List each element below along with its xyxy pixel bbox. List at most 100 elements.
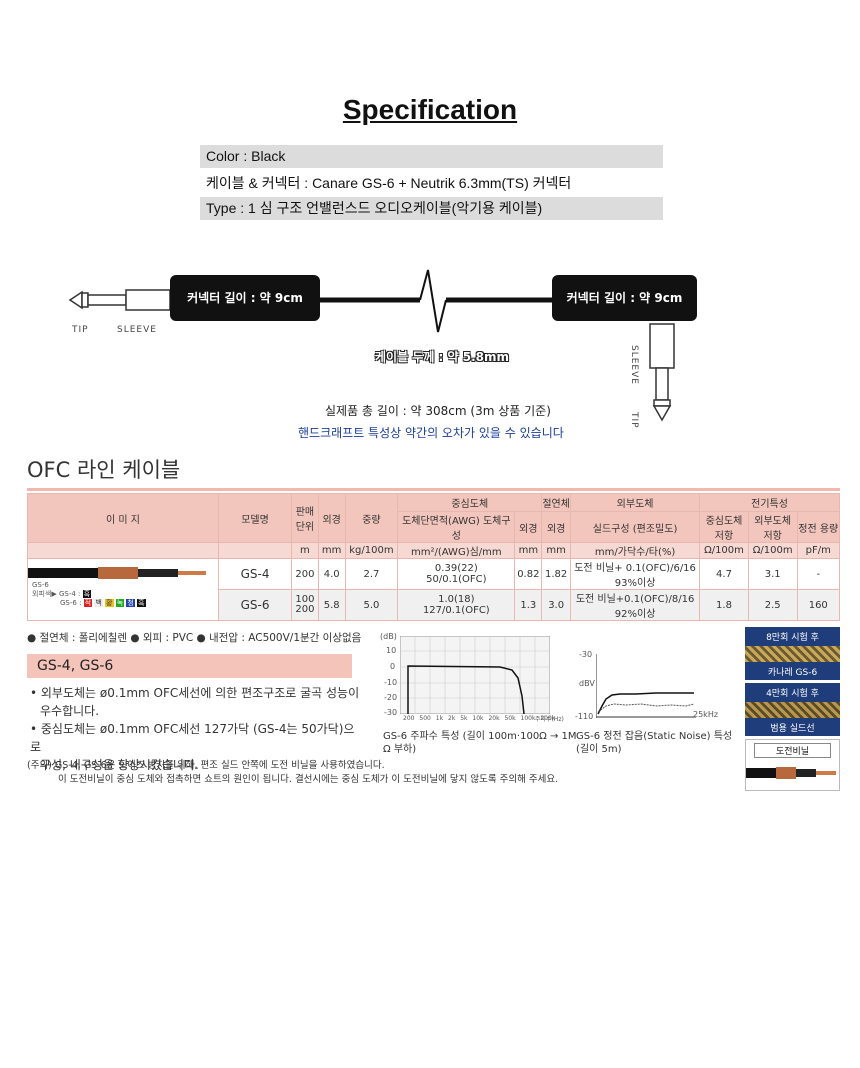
graph1-caption-2: Ω 부하) (383, 744, 417, 755)
cell: 1.3 (514, 589, 543, 621)
xtick: 200k (540, 715, 556, 722)
graph2-caption-2: (길이 5m) (576, 744, 622, 755)
cross-line1: 0.39(22) (434, 563, 478, 574)
unit-cell: Ω/100m (699, 542, 749, 559)
swatch-black: 흑 (137, 599, 146, 607)
cross-line1: 1.0(18) (438, 594, 475, 605)
cross-line2: 127/0.1(OFC) (422, 605, 490, 616)
bullet-line: • 중심도체는 ø0.1mm OFC세선 127가닥 (GS-4는 50가닥)으… (30, 722, 355, 754)
model-cell: GS-6 (217, 589, 293, 621)
cable-photo-icon (28, 566, 206, 579)
braid-image (745, 702, 840, 718)
unit-cell: mm/가닥수/타(%) (570, 542, 701, 559)
caution-note-1: (주의) GS-4, GS-6은 노이즈 방지를 위해, 편조 실드 안쪽에 도… (27, 760, 385, 771)
graph1-xticks: 200 500 1k 2k 5k 10k 20k 50k 100k 200k (403, 715, 555, 722)
spec-title: Specification (342, 94, 518, 125)
th-cross-section: 도체단면적(AWG) 도체구성 (397, 511, 516, 543)
graph2-ytick: -110 (575, 712, 594, 721)
feature-bullets: • 외부도체는 ø0.1mm OFC세선에 의한 편조구조로 굴곡 성능이 우수… (30, 684, 360, 774)
left-tip-label: TIP (72, 325, 89, 335)
graph2-caption-1: GS-6 정전 잡음(Static Noise) 특성 (576, 731, 733, 742)
unit-cell: m (291, 542, 319, 559)
shield-line1: 도전 비닐+0.1(OFC)/8/16 (575, 594, 695, 605)
th-group-outer: 외부도체 (570, 493, 701, 512)
ofc-divider (27, 488, 840, 491)
th-od: 외경 (317, 493, 346, 543)
cell: 2.5 (747, 589, 798, 621)
cell: 5.8 (317, 589, 346, 621)
left-sleeve-label: SLEEVE (117, 325, 157, 335)
swatch-black: 흑 (82, 590, 92, 598)
cell: 도전 비닐+0.1(OFC)/8/16 92%이상 (570, 589, 701, 621)
right-plug-icon (649, 323, 675, 422)
graph1-unit: (dB) (380, 632, 397, 641)
cell: 4.0 (317, 558, 346, 590)
shield-line2: 92%이상 (614, 609, 656, 620)
graph1-ytick: -10 (384, 678, 398, 687)
xtick: 500 (419, 715, 431, 722)
spec-color-row: Color : Black (200, 145, 663, 168)
unit-cell: kg/100m (344, 542, 399, 559)
spec-type-row: Type : 1 심 구조 언밸런스드 오디오케이블(악기용 케이블) (200, 197, 663, 220)
th-sale-unit: 판매 단위 (291, 493, 319, 543)
th-image: 이 미 지 (27, 493, 219, 543)
th-center-od: 외경 (514, 511, 543, 543)
photo2-bottom-label: 범용 실드선 (770, 724, 815, 734)
xtick: 50k (504, 715, 516, 722)
graph1-ytick: -30 (384, 708, 398, 717)
graph2-plot (596, 654, 696, 718)
xtick: 2k (447, 715, 456, 722)
xtick: 10k (472, 715, 484, 722)
ofc-spec-table: 이 미 지 모델명 판매 단위 외경 중량 중심도체 절연체 외부도체 전기특성… (27, 493, 841, 621)
legend-gs6: GS-6 (32, 581, 49, 589)
th-ins-od: 외경 (541, 511, 572, 543)
cross-line2: 50/0.1(OFC) (426, 574, 487, 585)
photo3-label: 도전비닐 (754, 743, 831, 758)
cable-end-icon (746, 767, 836, 779)
swatch-red: 적 (83, 599, 93, 607)
unit-image (27, 542, 219, 559)
graph1-ytick: -20 (384, 693, 398, 702)
bullet-line: • 외부도체는 ø0.1mm OFC세선에 의한 편조구조로 굴곡 성능이 (30, 686, 360, 700)
cell: - (796, 558, 841, 590)
unit-cell: mm (317, 542, 346, 559)
xtick: 100k (520, 715, 536, 722)
th-outer-res: 외부도체 저항 (747, 511, 798, 543)
swatch-yellow: 황 (105, 599, 114, 607)
xtick: 5k (460, 715, 468, 722)
graph2-ytick: dBV (579, 679, 595, 688)
graph1-ytick: 10 (386, 646, 397, 655)
shield-line1: 도전 비닐+ 0.1(OFC)/6/16 (574, 563, 696, 574)
legend-outer-color: 외피색▶ (32, 590, 57, 598)
material-note: ● 절연체 : 폴리에칠렌 ● 외피 : PVC ● 내전압 : AC500V/… (27, 632, 362, 644)
model-cell: GS-4 (217, 558, 293, 590)
cable-thickness-label: 케이블 두께 : 약 5.8mm (375, 350, 510, 364)
unit-model (217, 542, 293, 559)
th-shield: 실드구성 (편조밀도) (570, 511, 701, 543)
xtick: 200 (403, 715, 415, 722)
left-connector-box: 커넥터 길이 : 약 9cm (170, 275, 320, 321)
cell: 0.82 (514, 558, 543, 590)
cell: 200 (291, 558, 319, 590)
unit-cell: mm (514, 542, 543, 559)
bullet-line: 구성, 내구성을 향상시켰습니다. (40, 758, 199, 772)
bullet-line: 우수합니다. (40, 704, 100, 718)
xtick: 1k (435, 715, 444, 722)
swatch-blue: 청 (126, 599, 135, 607)
gs-band-title: GS-4, GS-6 (27, 654, 352, 678)
caution-note-2: 이 도전비닐이 중심 도체와 접촉하면 쇼트의 원인이 됩니다. 결선시에는 중… (58, 774, 559, 785)
cable-diagram (68, 269, 675, 422)
th-center-res: 중심도체 저항 (699, 511, 749, 543)
cell: 1.82 (541, 558, 572, 590)
right-sleeve-label: SLEEVE (629, 345, 639, 385)
cell: 5.0 (344, 589, 399, 621)
braid-image (745, 646, 840, 662)
graph2-ytick: -30 (579, 650, 593, 659)
graph2-xend: 25kHz (693, 710, 719, 719)
unit-cell: mm (541, 542, 572, 559)
cell: 4.7 (699, 558, 749, 590)
cell: 3.0 (541, 589, 572, 621)
cell: 1.8 (699, 589, 749, 621)
graph1-plot (400, 636, 550, 714)
